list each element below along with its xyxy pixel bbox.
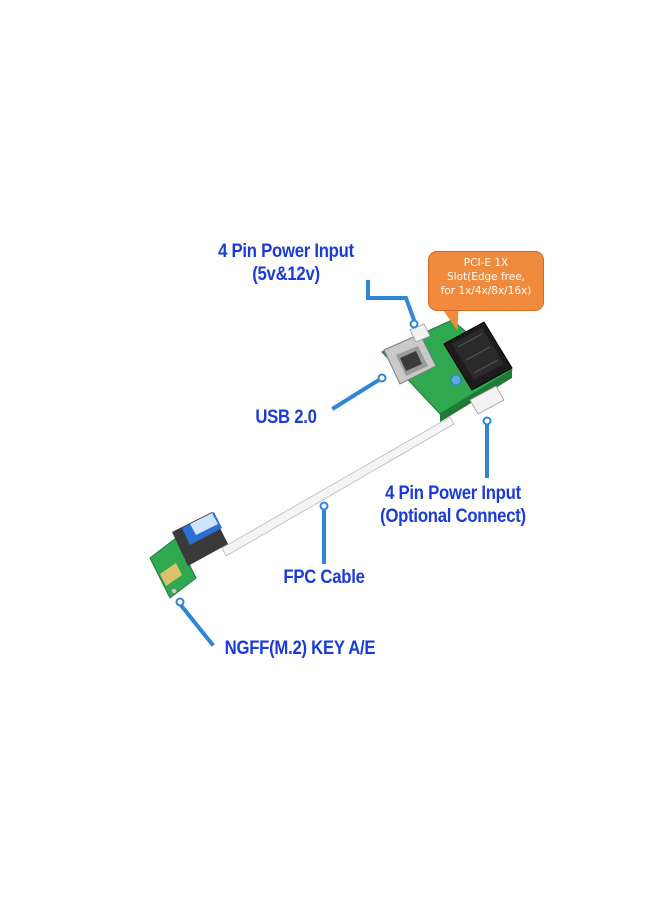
callout-line-2: Slot(Edge free, — [446, 271, 526, 283]
label-power-input-optional: 4 Pin Power Input (Optional Connect) — [369, 482, 536, 528]
label-power-input-top-line1: 4 Pin Power Input — [218, 241, 354, 262]
label-power-input-top: 4 Pin Power Input (5v&12v) — [207, 240, 365, 286]
pcie-slot-callout: PCI-E 1X Slot(Edge free, for 1x/4x/8x/16… — [428, 251, 544, 311]
label-power-input-optional-line1: 4 Pin Power Input — [385, 483, 521, 504]
pcie-riser-board — [381, 319, 513, 422]
leader-lines — [177, 280, 489, 647]
label-ngff: NGFF(M.2) KEY A/E — [224, 638, 376, 659]
leader-dots — [175, 319, 492, 607]
label-power-input-optional-line2: (Optional Connect) — [380, 506, 526, 527]
leader-usb — [331, 375, 385, 411]
m2-adapter-board — [149, 512, 228, 599]
label-usb: USB 2.0 — [255, 407, 317, 428]
leader-power-top — [366, 280, 417, 323]
fpc-cable — [221, 416, 455, 557]
label-fpc-cable: FPC Cable — [283, 567, 365, 588]
callout-line-1: PCI-E 1X — [463, 257, 509, 269]
label-power-input-top-line2: (5v&12v) — [252, 264, 320, 285]
callout-line-3: for 1x/4x/8x/16x) — [440, 285, 532, 297]
leader-ngff — [177, 601, 215, 647]
